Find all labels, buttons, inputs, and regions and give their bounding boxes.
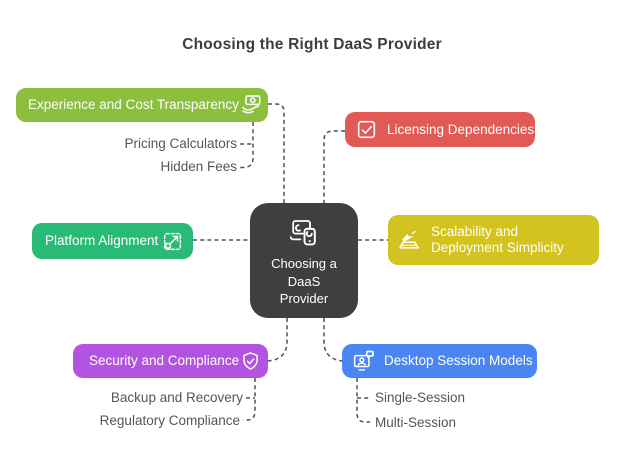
desktop-user-icon [351, 349, 376, 374]
shield-check-icon [239, 350, 262, 373]
subitem-hidden-fees: Hidden Fees [160, 159, 237, 174]
branch-label: Security and Compliance [89, 353, 240, 369]
branch-node-licensing-dependencies: Licensing Dependencies [345, 112, 535, 147]
branch-label: Licensing Dependencies [387, 121, 535, 137]
launch-ramp-icon [396, 227, 423, 253]
center-node-label-line2: DaaS [287, 273, 321, 289]
branch-label: Desktop Session Models [384, 353, 533, 369]
subitem-pricing-calculators: Pricing Calculators [124, 136, 237, 151]
devices-sync-icon [286, 216, 322, 250]
branch-label: Scalability and Deployment Simplicity [431, 224, 564, 255]
subitem-backup-and-recovery: Backup and Recovery [110, 390, 243, 405]
branch-node-scalability-deployment: Scalability and Deployment Simplicity [388, 215, 599, 265]
branch-node-security-compliance: Security and Compliance [73, 344, 268, 378]
subitem-regulatory-compliance: Regulatory Compliance [99, 413, 240, 428]
branch-label: Experience and Cost Transparency [28, 97, 239, 113]
checkbox-check-icon [355, 118, 378, 141]
center-node-choosing-daas-provider: Choosing a DaaS Provider [250, 203, 358, 318]
cash-hand-icon [239, 93, 264, 117]
center-node-label-line3: Provider [279, 291, 329, 307]
branch-label: Platform Alignment [45, 233, 159, 249]
diagram-title: Choosing the Right DaaS Provider [182, 36, 442, 53]
expand-arrows-icon [161, 230, 184, 253]
branch-node-platform-alignment: Platform Alignment [32, 223, 193, 259]
branch-node-desktop-session-models: Desktop Session Models [342, 344, 537, 378]
subitem-single-session: Single-Session [375, 390, 466, 405]
center-node-label-line1: Choosing a [271, 256, 337, 271]
branch-node-experience-cost-transparency: Experience and Cost Transparency [16, 88, 268, 122]
subitem-multi-session: Multi-Session [375, 415, 457, 430]
